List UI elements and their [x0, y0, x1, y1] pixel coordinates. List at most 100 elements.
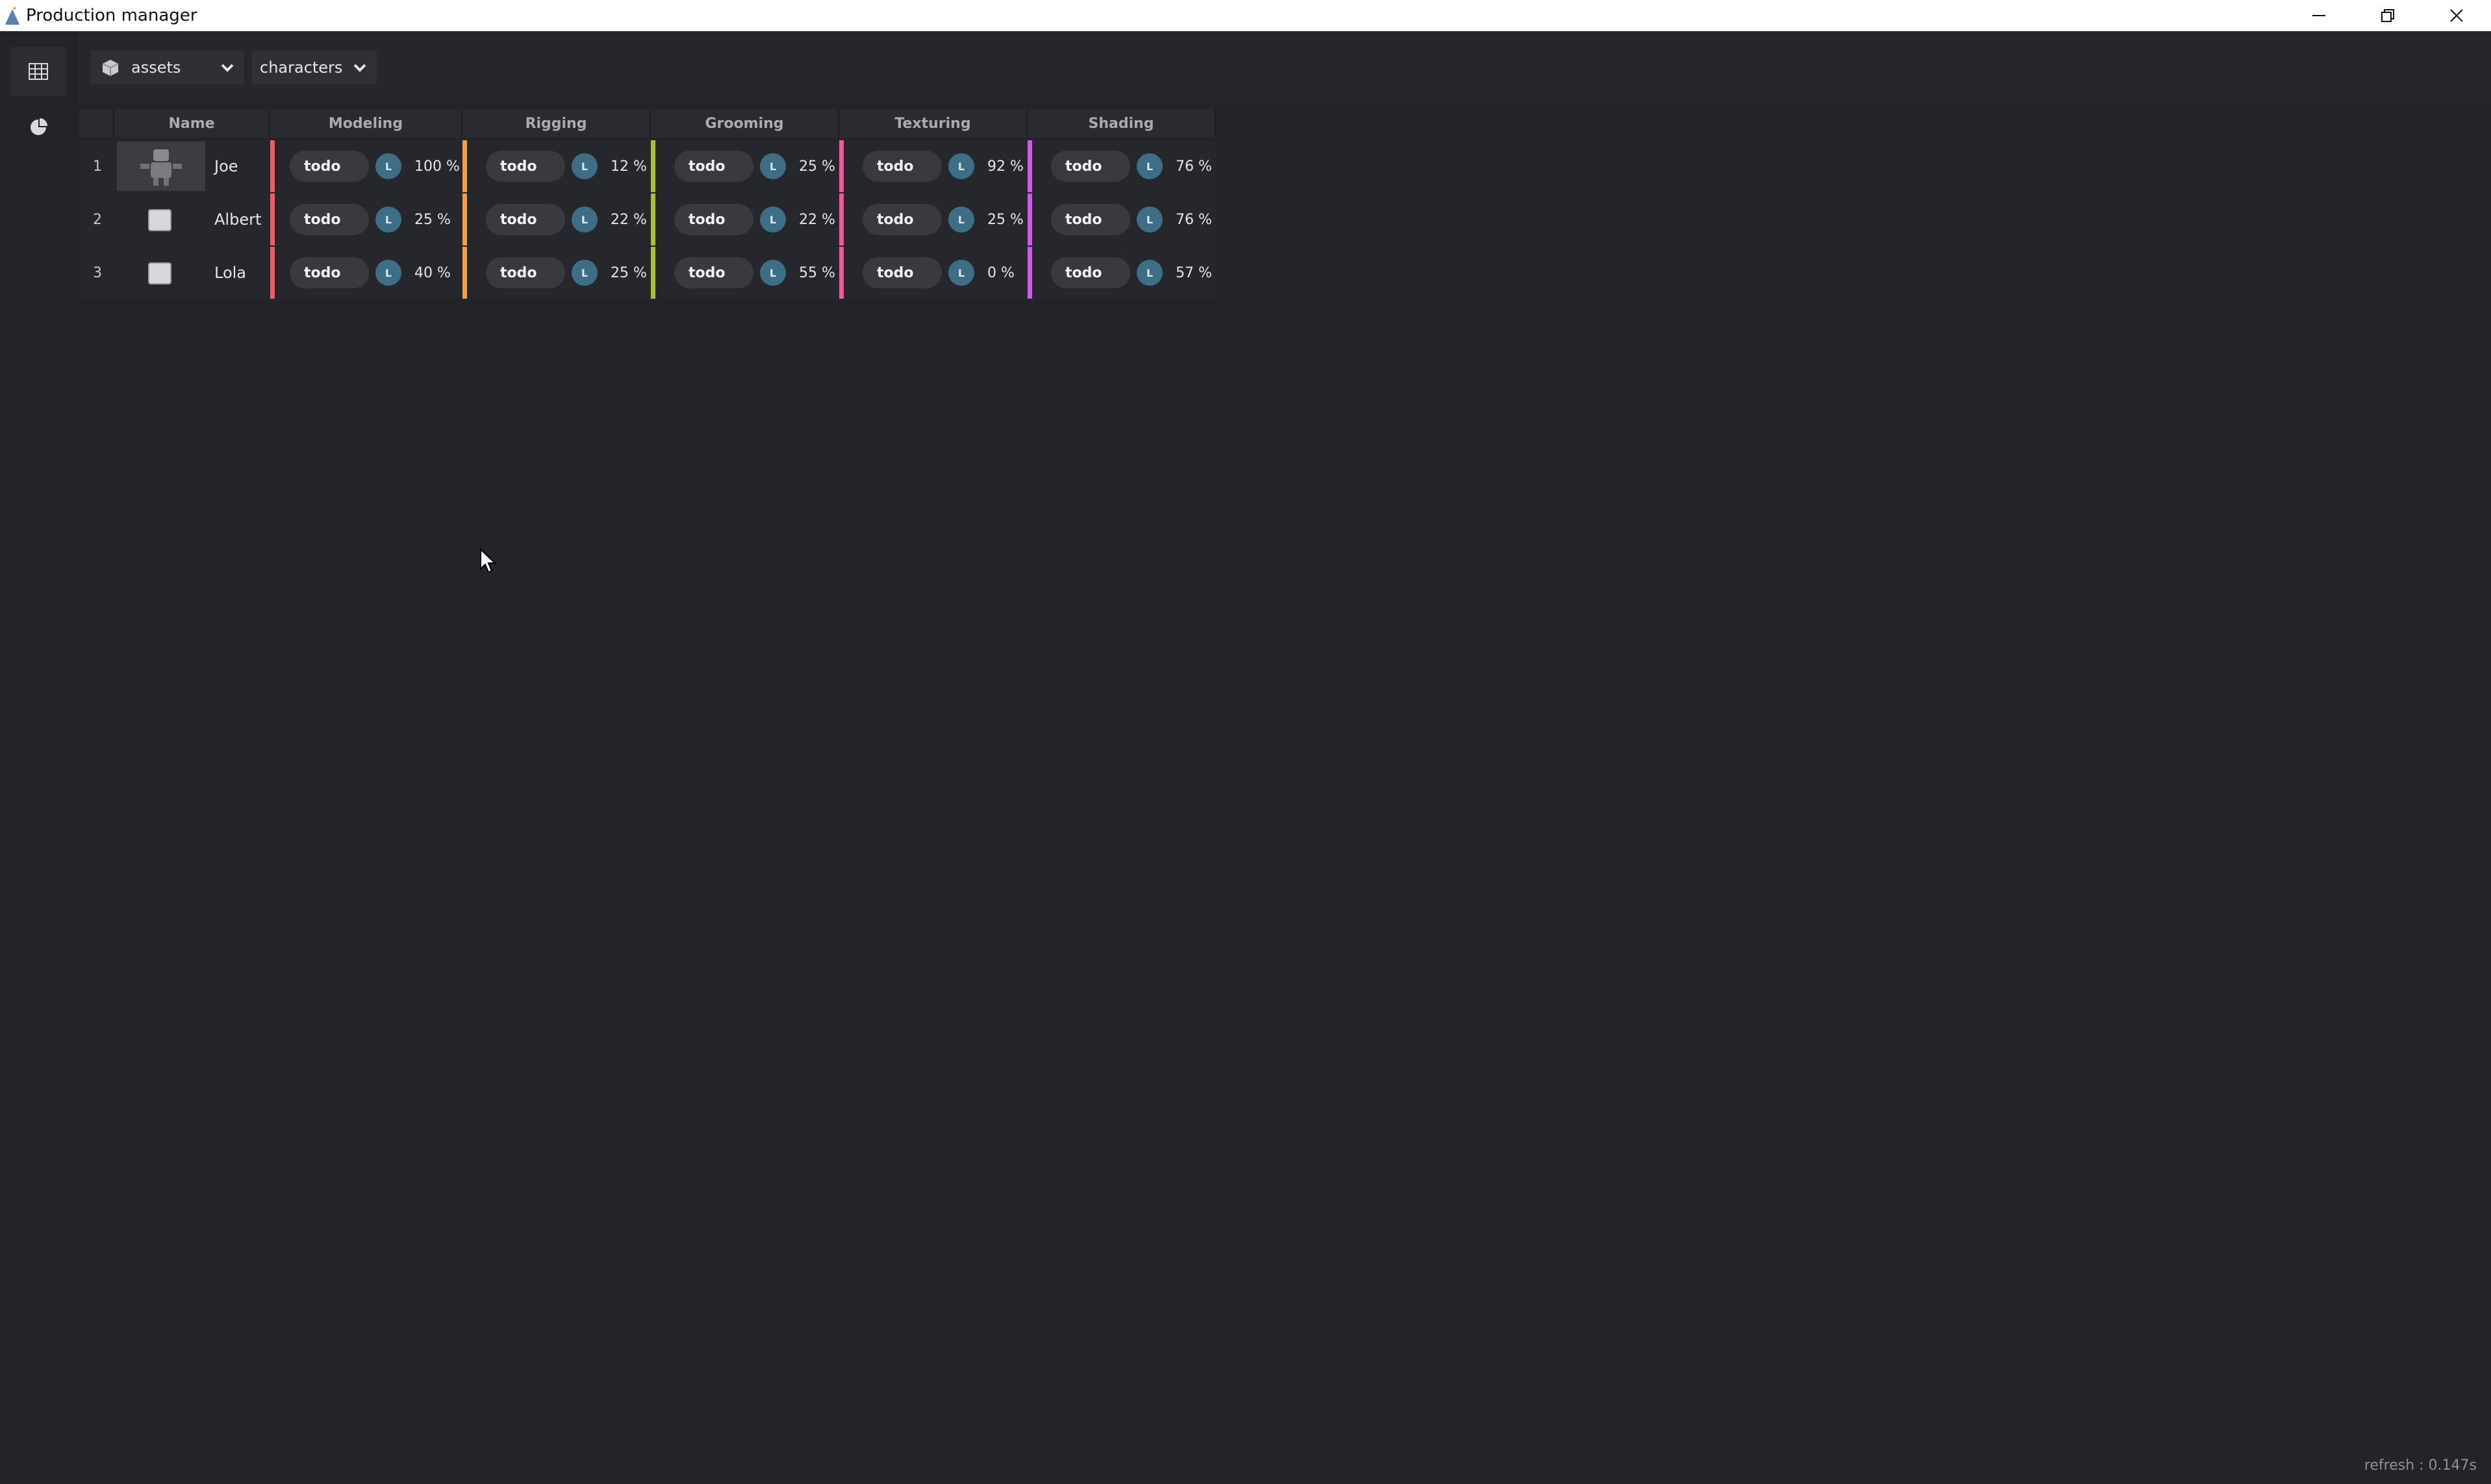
progress-value: 25 % [414, 211, 451, 228]
row-background [79, 194, 1216, 245]
asset-name[interactable]: Albert [214, 210, 262, 229]
title-bar: Production manager [0, 0, 2491, 31]
user-avatar[interactable]: L [948, 153, 974, 179]
texturing-color-bar [839, 140, 844, 192]
rigging-color-bar [462, 194, 467, 245]
chevron-down-icon [353, 64, 366, 72]
status-button[interactable]: todo [863, 151, 942, 182]
progress-value: 40 % [414, 264, 451, 281]
row-index: 3 [93, 264, 102, 281]
app-logo-icon [5, 6, 19, 25]
character-thumbnail[interactable] [117, 142, 205, 191]
grooming-color-bar [651, 194, 655, 245]
rigging-color-bar [462, 140, 467, 192]
progress-value: 76 % [1176, 158, 1212, 175]
user-avatar[interactable]: L [572, 260, 598, 286]
refresh-status: refresh : 0.147s [2364, 1457, 2477, 1474]
grooming-color-bar [651, 140, 655, 192]
row-background [79, 247, 1216, 299]
progress-value: 0 % [987, 264, 1015, 281]
asset-type-value: assets [131, 58, 181, 77]
cube-icon [102, 60, 119, 76]
row-background [79, 140, 1216, 192]
user-avatar[interactable]: L [760, 153, 786, 179]
progress-value: 25 % [611, 264, 647, 281]
rigging-color-bar [462, 247, 467, 299]
status-button[interactable]: todo [863, 257, 942, 288]
user-avatar[interactable]: L [375, 260, 401, 286]
user-avatar[interactable]: L [760, 260, 786, 286]
status-button[interactable]: todo [290, 151, 369, 182]
rigging-column-header[interactable]: Rigging [462, 109, 651, 138]
texturing-color-bar [839, 194, 844, 245]
empty-thumbnail-icon[interactable] [148, 209, 171, 231]
modeling-color-bar [270, 194, 275, 245]
user-avatar[interactable]: L [375, 153, 401, 179]
grid-icon [29, 63, 48, 80]
shading-color-bar [1028, 194, 1032, 245]
user-avatar[interactable]: L [760, 207, 786, 233]
sidebar-item-table-view[interactable] [10, 47, 66, 96]
asset-type-select[interactable]: assets [91, 51, 244, 84]
progress-value: 22 % [799, 211, 835, 228]
row-index: 1 [93, 158, 102, 175]
status-button[interactable]: todo [1051, 151, 1130, 182]
asset-name[interactable]: Joe [214, 157, 238, 175]
window-title: Production manager [26, 6, 197, 25]
modeling-color-bar [270, 140, 275, 192]
status-button[interactable]: todo [863, 204, 942, 235]
close-icon [2450, 9, 2463, 22]
user-avatar[interactable]: L [572, 153, 598, 179]
user-avatar[interactable]: L [1137, 153, 1163, 179]
progress-value: 100 % [414, 158, 460, 175]
restore-button[interactable] [2355, 0, 2420, 31]
progress-value: 57 % [1176, 264, 1212, 281]
user-avatar[interactable]: L [1137, 260, 1163, 286]
texturing-column-header[interactable]: Texturing [839, 109, 1028, 138]
texturing-color-bar [839, 247, 844, 299]
toolbar: assets characters [78, 31, 2491, 104]
grooming-column-header[interactable]: Grooming [651, 109, 839, 138]
empty-thumbnail-icon[interactable] [148, 262, 171, 284]
modeling-column-header[interactable]: Modeling [270, 109, 462, 138]
user-avatar[interactable]: L [1137, 207, 1163, 233]
row-index-header [79, 109, 114, 138]
status-button[interactable]: todo [290, 257, 369, 288]
status-button[interactable]: todo [674, 257, 753, 288]
production-table: Name Modeling Rigging Grooming Texturing… [78, 104, 2491, 1484]
user-avatar[interactable]: L [572, 207, 598, 233]
status-button[interactable]: todo [290, 204, 369, 235]
progress-value: 25 % [987, 211, 1024, 228]
user-avatar[interactable]: L [948, 207, 974, 233]
shading-color-bar [1028, 140, 1032, 192]
progress-value: 76 % [1176, 211, 1212, 228]
progress-value: 25 % [799, 158, 835, 175]
category-value: characters [260, 58, 343, 77]
status-button[interactable]: todo [674, 204, 753, 235]
asset-name[interactable]: Lola [214, 264, 247, 282]
name-column-header[interactable]: Name [114, 109, 270, 138]
chevron-down-icon [221, 64, 234, 72]
user-avatar[interactable]: L [948, 260, 974, 286]
progress-value: 55 % [799, 264, 835, 281]
row-index: 2 [93, 211, 102, 228]
status-button[interactable]: todo [486, 257, 565, 288]
category-select[interactable]: characters [252, 51, 377, 84]
sidebar [0, 31, 78, 1484]
shading-column-header[interactable]: Shading [1028, 109, 1216, 138]
grooming-color-bar [651, 247, 655, 299]
minimize-button[interactable] [2286, 0, 2351, 31]
progress-value: 12 % [611, 158, 647, 175]
pie-chart-icon [31, 118, 47, 135]
status-button[interactable]: todo [486, 204, 565, 235]
sidebar-item-stats-view[interactable] [10, 103, 66, 152]
close-button[interactable] [2424, 0, 2489, 31]
robot-character-icon [140, 149, 182, 186]
user-avatar[interactable]: L [375, 207, 401, 233]
status-button[interactable]: todo [1051, 204, 1130, 235]
status-button[interactable]: todo [1051, 257, 1130, 288]
status-button[interactable]: todo [486, 151, 565, 182]
restore-icon [2381, 9, 2394, 22]
shading-color-bar [1028, 247, 1032, 299]
status-button[interactable]: todo [674, 151, 753, 182]
